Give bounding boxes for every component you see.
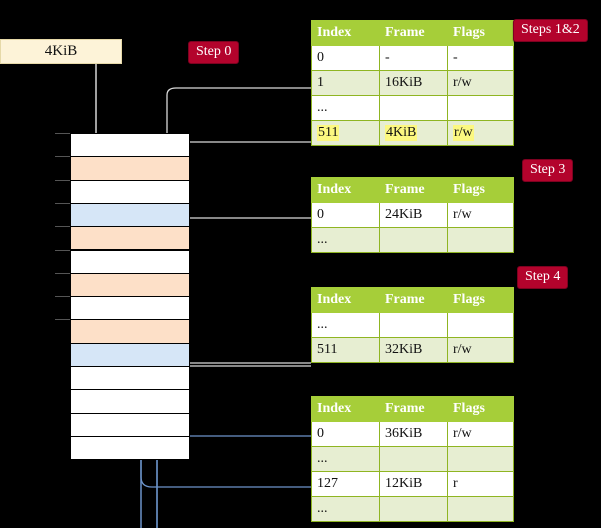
column-header-flags: Flags [447,177,514,203]
memory-frame-row [70,435,190,461]
memory-tick-mark [55,296,70,298]
table-cell-flags: r/w [447,421,514,447]
table-cell-frame: 16KiB [379,70,448,96]
memory-tick-mark [55,133,70,134]
memory-frame-row [70,389,190,414]
memory-tick-mark [55,249,70,251]
column-header-flags: Flags [447,396,514,422]
table-cell-index: 511 [311,337,380,363]
memory-tick-mark [55,319,70,321]
memory-frame-row [70,342,190,367]
column-header-frame: Frame [379,177,448,203]
table-cell-flags: r/w [447,120,514,146]
column-header-flags: Flags [447,287,514,313]
table-cell-frame: 12KiB [379,471,448,497]
table-cell-flags [447,95,514,121]
column-header-flags: Flags [447,20,514,46]
table-cell-index: ... [311,227,380,253]
table-cell-index: ... [311,446,380,472]
table-cell-index: ... [311,496,380,522]
table-cell-flags [447,496,514,522]
table-cell-index: 0 [311,421,380,447]
highlighted-value: 4KiB [385,125,418,141]
highlighted-value: r/w [453,125,474,141]
table-cell-index: 0 [311,45,380,71]
table-cell-frame: 32KiB [379,337,448,363]
table-cell-frame: 4KiB [379,120,448,146]
table-cell-flags: r [447,471,514,497]
step-badge-steps-1-2: Steps 1&2 [513,19,588,42]
table-row: ... [311,446,514,472]
memory-frame-row [70,272,190,298]
table-cell-frame: 36KiB [379,421,448,447]
column-header-index: Index [311,177,380,203]
table-cell-flags: r/w [447,202,514,228]
table-cell-frame [379,95,448,121]
column-header-frame: Frame [379,396,448,422]
column-header-frame: Frame [379,20,448,46]
table-cell-flags [447,446,514,472]
memory-frame-row [70,202,190,228]
table-row: ... [311,496,514,522]
physical-memory-column [70,133,190,461]
table-cell-flags: r/w [447,70,514,96]
table-cell-frame [379,446,448,472]
memory-tick-mark [55,272,70,274]
memory-frame-row [70,366,190,391]
table-cell-index: ... [311,312,380,338]
table-cell-frame [379,312,448,338]
table-row: ... [311,312,514,338]
memory-tick-mark [55,179,70,181]
column-header-index: Index [311,20,380,46]
memory-frame-row [70,133,190,158]
table-row: ... [311,227,514,253]
connector-memory-to-table1 [166,87,311,133]
table-cell-flags: - [447,45,514,71]
table-cell-flags [447,312,514,338]
step-badge-step-3: Step 3 [522,159,574,182]
memory-frame-row [70,156,190,181]
table-cell-flags: r/w [447,337,514,363]
memory-frame-row [70,179,190,204]
source-frame-label: 4KiB [44,43,78,59]
step-badge-step-0: Step 0 [188,41,240,64]
table-cell-flags [447,227,514,253]
table-cell-frame [379,496,448,522]
table-row: 511 4KiB r/w [311,120,514,146]
table-cell-index: 511 [311,120,380,146]
step-badge-step-4: Step 4 [517,266,569,289]
memory-tick-mark [55,156,70,158]
table-cell-index: 1 [311,70,380,96]
table-cell-index: ... [311,95,380,121]
table-cell-frame: 24KiB [379,202,448,228]
column-header-index: Index [311,287,380,313]
column-header-index: Index [311,396,380,422]
table-row: 0-- [311,45,514,71]
memory-frame-row [70,412,190,437]
table-cell-index: 127 [311,471,380,497]
memory-tick-mark [55,226,70,228]
table-cell-frame: - [379,45,448,71]
table-cell-frame [379,227,448,253]
memory-frame-row [70,249,190,274]
table-cell-index: 0 [311,202,380,228]
memory-frame-row [70,319,190,344]
table-row: ... [311,95,514,121]
source-frame-box: 4KiB [0,39,122,64]
memory-tick-mark [55,202,70,204]
memory-frame-row [70,296,190,321]
column-header-frame: Frame [379,287,448,313]
highlighted-value: 511 [317,125,340,141]
memory-frame-row [70,226,190,251]
